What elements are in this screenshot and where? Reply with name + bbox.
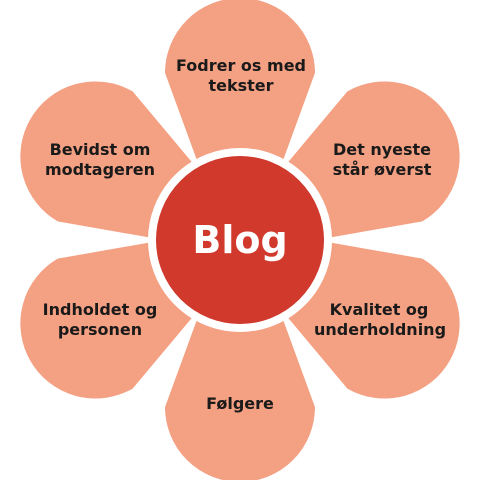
petal-label-folgere: Følgere (206, 394, 274, 413)
petal-label-indholdet: Indholdet og personen (42, 300, 158, 339)
center-circle (148, 148, 332, 332)
center-label: Blog (192, 218, 288, 262)
petal-label-det-nyeste: Det nyeste står øverst (332, 140, 432, 179)
petal-label-kvalitet: Kvalitet og underholdning (314, 300, 447, 339)
petal-label-fodrer: Fodrer os med tekster (176, 56, 306, 95)
petal-label-bevidst: Bevidst om modtageren (45, 140, 155, 179)
